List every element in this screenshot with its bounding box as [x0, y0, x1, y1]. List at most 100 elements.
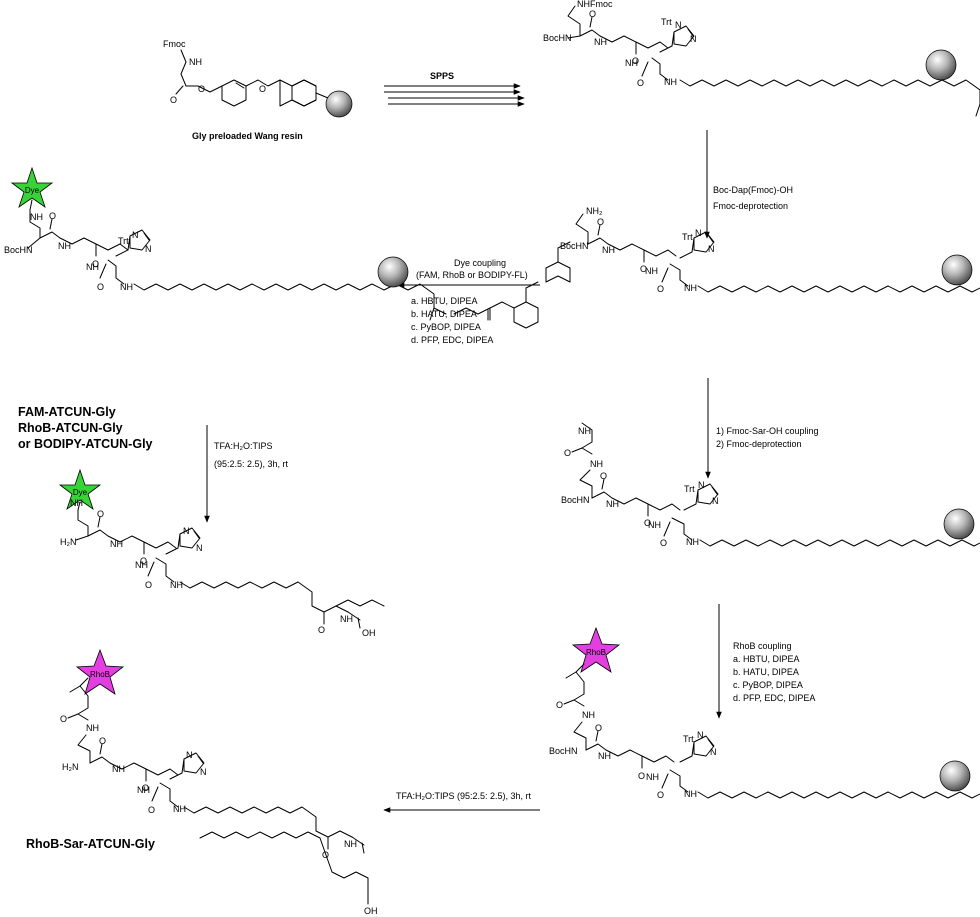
- o-rp2: O: [99, 736, 106, 746]
- o-dye3: O: [97, 282, 104, 292]
- nh-free3: NH: [135, 560, 148, 570]
- nh2-label: NH₂: [586, 206, 603, 216]
- o-top2: O: [632, 56, 639, 66]
- fmoc-label: Fmoc: [163, 39, 186, 49]
- nh-rs1: NH: [582, 710, 595, 720]
- rhob-star-2: [75, 648, 125, 695]
- bochn-sar: BocHN: [561, 495, 590, 505]
- nh-sar5: NH: [686, 537, 699, 547]
- tfa-left-cond-1: TFA:H₂O:TIPS: [214, 441, 273, 451]
- trt-top: Trt: [661, 17, 672, 27]
- n-sar2: N: [712, 496, 719, 506]
- nh-free5: NH: [340, 614, 353, 624]
- trt-mid: Trt: [682, 232, 693, 242]
- peptide-nh2: NH₂ BocHN O NH O NH NH O Trt N N: [560, 206, 980, 331]
- product-fam: FAM-ATCUN-Gly: [18, 405, 116, 419]
- o-sar3: O: [644, 518, 651, 528]
- o-top3: O: [637, 78, 644, 88]
- rhob-cond-a: a. HBTU, DIPEA: [733, 654, 800, 664]
- rhob-coupling-arrow: RhoB coupling a. HBTU, DIPEA b. HATU, DI…: [716, 604, 815, 719]
- dye-star-1: [10, 166, 54, 209]
- nh-top1: NH: [594, 37, 607, 47]
- dye-star-2-label: Dye: [73, 488, 88, 497]
- bochn-rs: BocHN: [549, 746, 578, 756]
- trt-sar: Trt: [684, 484, 695, 494]
- bochn-label: BocHN: [543, 33, 572, 43]
- o-free3: O: [145, 580, 152, 590]
- o-rs4: O: [657, 790, 664, 800]
- bochn-mid: BocHN: [560, 241, 589, 251]
- o-sar2: O: [600, 471, 607, 481]
- n-sar1: N: [698, 480, 705, 490]
- wang-resin-start: Fmoc NH O O O Gly preloaded Wang resin: [163, 39, 353, 141]
- ether-o: O: [259, 84, 266, 94]
- carbonyl-o: O: [170, 95, 177, 105]
- nh-rp5: NH: [344, 839, 357, 849]
- tfa-left-arrow: TFA:H₂O:TIPS (95:2.5: 2.5), 3h, rt: [204, 425, 289, 523]
- sar-peptide-resin: NH O NH BocHN O NH O NH NH O Trt N N: [561, 422, 980, 585]
- rhob-sar-resin: RhoB O NH BocHN O NH O NH NH O Trt N N: [549, 626, 980, 837]
- dye-product-names: FAM-ATCUN-Gly RhoB-ATCUN-Gly or BODIPY-A…: [18, 405, 153, 451]
- dye-star-2: [58, 468, 102, 511]
- ester-o: O: [198, 84, 205, 94]
- sar-cond-2: 2) Fmoc-deprotection: [716, 439, 802, 449]
- nh-sar3: NH: [606, 499, 619, 509]
- nh-rp4: NH: [173, 804, 186, 814]
- sar-cond-1: 1) Fmoc-Sar-OH coupling: [716, 426, 819, 436]
- nh-mid3: NH: [684, 283, 697, 293]
- n-dye2: N: [145, 244, 152, 254]
- dye-cond-d: d. PFP, EDC, DIPEA: [411, 335, 493, 345]
- start-caption: Gly preloaded Wang resin: [192, 131, 303, 141]
- n-mid2: N: [708, 244, 715, 254]
- product-bodipy: or BODIPY-ATCUN-Gly: [18, 437, 153, 451]
- o-rs1: O: [556, 700, 563, 710]
- nh-sar4: NH: [648, 520, 661, 530]
- nh-dye3: NH: [86, 262, 99, 272]
- dap-cond-1: Boc-Dap(Fmoc)-OH: [713, 185, 793, 195]
- o-rs2: O: [595, 723, 602, 733]
- o-free4: O: [318, 625, 325, 635]
- nh-sar2: NH: [590, 459, 603, 469]
- tfa-bottom-arrow: TFA:H₂O:TIPS (95:2.5: 2.5), 3h, rt: [383, 791, 540, 813]
- nh-rs2: NH: [598, 751, 611, 761]
- n-free2: N: [196, 543, 203, 553]
- nh-top3: NH: [664, 77, 677, 87]
- dye-cond-2: (FAM, RhoB or BODIPY-FL): [416, 270, 528, 280]
- dap-arrow: Boc-Dap(Fmoc)-OH Fmoc-deprotection: [704, 130, 793, 239]
- nh-free4: NH: [170, 580, 183, 590]
- o-mid2: O: [640, 264, 647, 274]
- bochn-dye1: BocHN: [4, 245, 33, 255]
- dye-star-1-label: Dye: [25, 186, 40, 195]
- dye-cond-b: b. HATU, DIPEA: [411, 309, 477, 319]
- resin-bead-start: [325, 90, 353, 118]
- product-sar: RhoB-Sar-ATCUN-Gly: [26, 837, 155, 851]
- nh-rs3: NH: [646, 772, 659, 782]
- dye-cond-c: c. PyBOP, DIPEA: [411, 322, 481, 332]
- product-rhob: RhoB-ATCUN-Gly: [18, 421, 123, 435]
- o-free2: O: [140, 556, 147, 566]
- o-mid1: O: [597, 217, 604, 227]
- oh-free: OH: [362, 628, 376, 638]
- nh-dye1: NH: [30, 212, 43, 222]
- nh-dye4: NH: [120, 282, 133, 292]
- rhob-star-1: [571, 626, 621, 673]
- rhob-star-1-label: RhoB: [586, 648, 606, 657]
- o-rp1: O: [60, 714, 67, 724]
- n-rs1: N: [697, 730, 704, 740]
- rhob-cond-b: b. HATU, DIPEA: [733, 667, 799, 677]
- rhob-cond-1: RhoB coupling: [733, 641, 792, 651]
- n-dye1: N: [132, 230, 139, 240]
- trt-dye: Trt: [118, 236, 129, 246]
- nh-sar1: NH: [578, 426, 591, 436]
- o-sar4: O: [660, 538, 667, 548]
- nh-mid1: NH: [602, 245, 615, 255]
- oh-rp: OH: [364, 906, 378, 916]
- nh-rp2: NH: [112, 764, 125, 774]
- rhob-sar-product: RhoB O NH H₂N O NH O NH NH O N N O NH OH: [60, 648, 378, 916]
- nh-rp1: NH: [86, 723, 99, 733]
- o-mid3: O: [657, 284, 664, 294]
- o-sar1: O: [564, 448, 571, 458]
- dye-free-product: Dye NH H₂N O NH O NH NH O N N O NH OH: [58, 468, 385, 638]
